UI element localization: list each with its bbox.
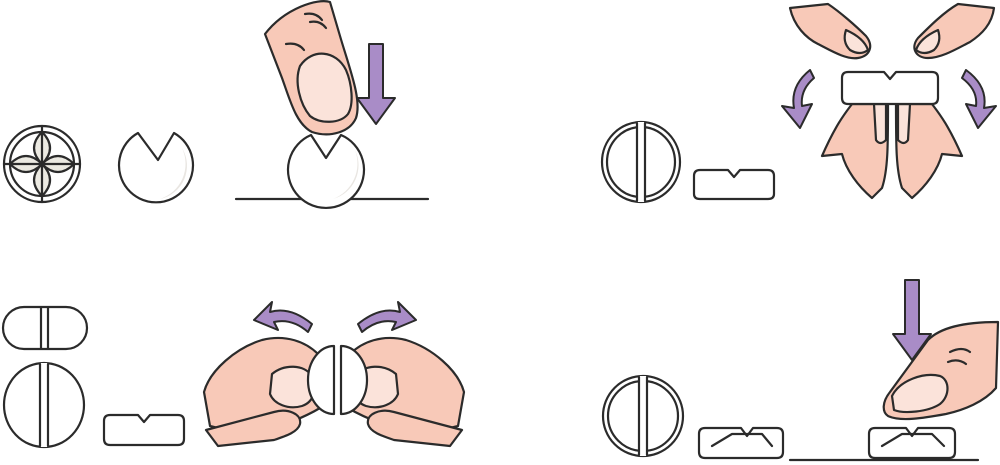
bisected-tablet-icon bbox=[2, 361, 86, 449]
notched-oblong-tablet-icon bbox=[697, 426, 785, 460]
quadrisected-tablet-icon bbox=[2, 124, 82, 204]
notched-tablet-icon bbox=[117, 131, 195, 204]
two-hands-snap-icon bbox=[202, 336, 466, 448]
panel-tablet-two-hands bbox=[1, 301, 466, 449]
two-hands-bend-icon bbox=[788, 2, 996, 200]
bisected-tablet-icon bbox=[601, 374, 685, 458]
curved-arrow-icon bbox=[781, 69, 997, 129]
notched-oblong-tablet-icon bbox=[692, 168, 776, 201]
curved-arrow-icon bbox=[253, 301, 417, 333]
bisected-tablet-icon bbox=[600, 120, 682, 204]
finger-press-icon bbox=[263, 0, 359, 136]
notched-oblong-tablet-icon bbox=[867, 426, 957, 460]
capsule-tablet-icon bbox=[1, 305, 89, 351]
panel-oblong-tablet-bend bbox=[600, 2, 997, 204]
notched-oblong-tablet-icon bbox=[102, 413, 186, 447]
notched-tablet-icon bbox=[286, 133, 366, 209]
panel-round-tablet-press bbox=[2, 0, 430, 209]
finger-press-icon bbox=[882, 320, 1000, 421]
panel-oblong-tablet-press bbox=[601, 279, 1000, 462]
down-arrow-icon bbox=[356, 43, 396, 125]
